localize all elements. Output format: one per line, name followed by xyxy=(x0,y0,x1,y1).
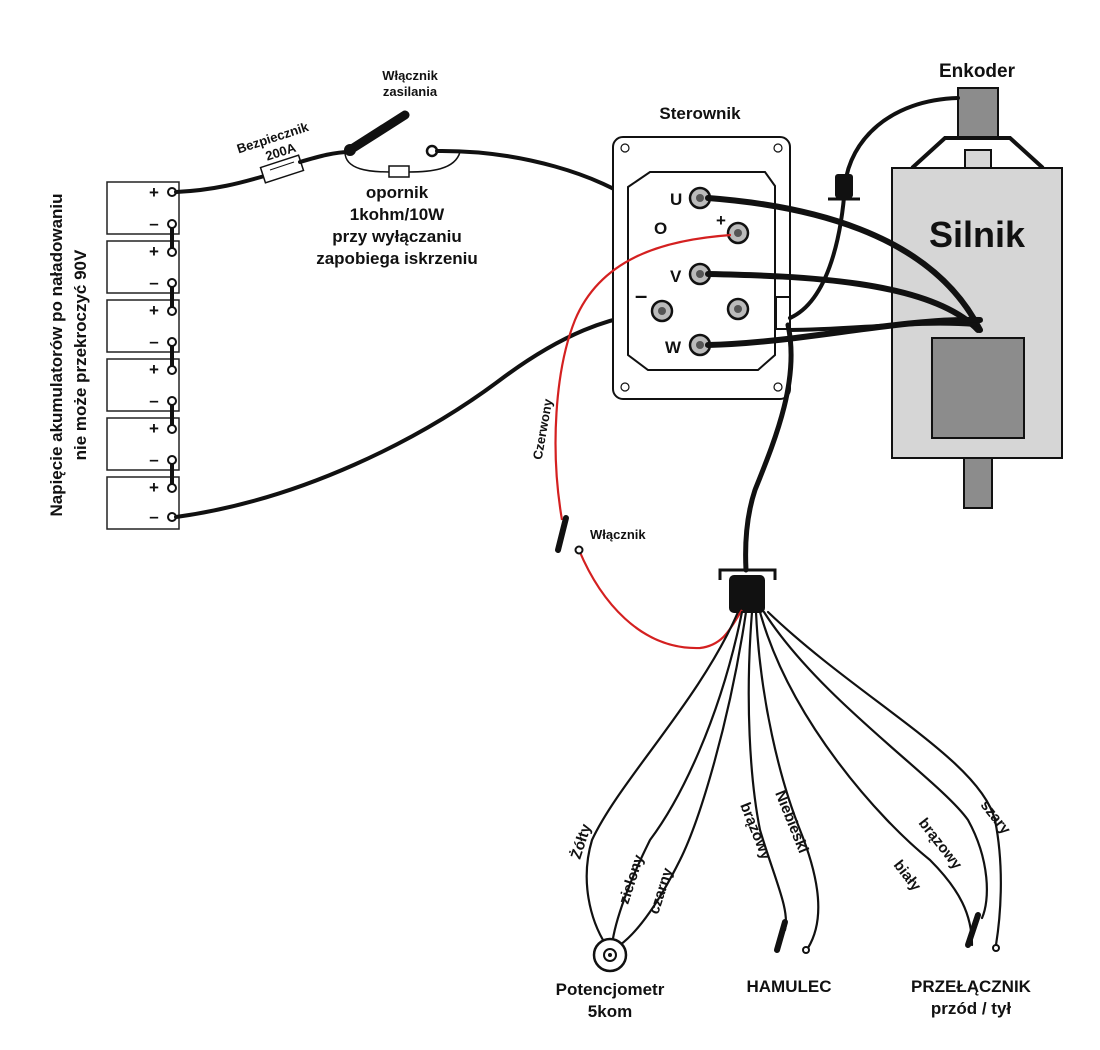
battery-plus-4: + xyxy=(149,360,159,379)
main-switch-label-line2: zasilania xyxy=(383,84,438,99)
terminal-o-label: O xyxy=(654,219,667,238)
wire-white xyxy=(758,610,974,947)
wire-phase-w xyxy=(705,316,983,348)
wire-motor-cable xyxy=(788,321,977,332)
motor xyxy=(891,87,1063,509)
wire-grey-label: szary xyxy=(977,797,1014,838)
brake-connector xyxy=(774,919,810,954)
key-switch-label: Włącznik xyxy=(590,527,646,542)
wire-phase-v xyxy=(705,271,981,333)
battery-plus-1: + xyxy=(149,183,159,202)
battery-terminals xyxy=(167,187,177,522)
terminal-plus-label: + xyxy=(716,211,726,230)
motor-title: Silnik xyxy=(929,214,1026,255)
terminal-u-label: U xyxy=(670,190,682,209)
controller-signal-connector xyxy=(775,296,791,330)
terminal-v-label: V xyxy=(670,267,682,286)
wire-brown-switch-label: brązowy xyxy=(915,815,966,873)
potentiometer-label-line2: 5kom xyxy=(588,1002,632,1021)
wire-blue xyxy=(754,610,820,950)
wire-white-label: biały xyxy=(890,857,925,895)
battery-plus-3: + xyxy=(149,301,159,320)
controller xyxy=(612,136,791,400)
battery-6 xyxy=(106,476,180,530)
red-wire-label: Czerwony xyxy=(530,397,556,461)
resistor-label-line2: 1kohm/10W xyxy=(350,205,445,224)
wire-brown-brake xyxy=(747,610,787,932)
wire-brown-brake-label: brązowy xyxy=(736,800,774,863)
potentiometer[interactable] xyxy=(592,937,628,973)
encoder-plug xyxy=(828,174,860,201)
resistor-label-line4: zapobiega iskrzeniu xyxy=(316,249,478,268)
resistor xyxy=(388,165,410,178)
wire-blue-label: Niebieski xyxy=(771,788,811,855)
battery-minus-2: – xyxy=(149,273,158,292)
battery-3 xyxy=(106,299,180,353)
battery-pack: + – + – + – + – + – + – xyxy=(106,181,180,530)
battery-minus-5: – xyxy=(149,450,158,469)
wire-brown-switch xyxy=(762,610,988,920)
battery-minus-6: – xyxy=(149,507,158,526)
controller-title: Sterownik xyxy=(659,104,741,123)
harness-wires xyxy=(585,610,1002,950)
key-switch[interactable] xyxy=(555,515,584,555)
battery-plus-5: + xyxy=(149,419,159,438)
battery-minus-1: – xyxy=(149,214,158,233)
wire-green-label: zielony xyxy=(616,852,648,906)
wire-fuse-to-switch xyxy=(298,150,352,164)
battery-4 xyxy=(106,358,180,412)
wire-signal-harness xyxy=(743,322,794,573)
brake-label: HAMULEC xyxy=(747,977,832,996)
resistor-label-line1: opornik xyxy=(366,183,429,202)
wire-phase-u xyxy=(705,195,983,333)
wire-red-upper xyxy=(554,233,732,521)
battery-minus-3: – xyxy=(149,332,158,351)
wire-black-label: czarny xyxy=(646,865,677,916)
direction-switch-connector[interactable] xyxy=(965,912,1000,952)
battery-2 xyxy=(106,240,180,294)
terminal-minus-label: – xyxy=(635,283,647,308)
main-power-switch[interactable] xyxy=(344,110,439,158)
resistor-label-line3: przy wyłączaniu xyxy=(332,227,461,246)
direction-switch-label-line2: przód / tył xyxy=(931,999,1012,1018)
battery-plus-2: + xyxy=(149,242,159,261)
battery-note-line1: Napięcie akumulatorów po naładowaniu xyxy=(47,193,66,516)
wire-battery-to-fuse xyxy=(174,173,270,194)
wire-yellow xyxy=(585,610,740,947)
main-switch-label-line1: Włącznik xyxy=(382,68,438,83)
battery-1 xyxy=(106,181,180,235)
resistor-lead-right xyxy=(407,151,461,173)
wire-red-lower xyxy=(577,549,743,650)
encoder-title: Enkoder xyxy=(939,61,1016,82)
wire-grey xyxy=(766,610,1002,947)
terminal-w-label: W xyxy=(665,338,682,357)
battery-plus-6: + xyxy=(149,478,159,497)
controller-terminals xyxy=(650,186,750,357)
battery-minus-4: – xyxy=(149,391,158,410)
potentiometer-label-line1: Potencjometr xyxy=(556,980,665,999)
direction-switch-label-line1: PRZEŁĄCZNIK xyxy=(911,977,1032,996)
resistor-lead-left xyxy=(344,151,391,173)
wire-black xyxy=(618,610,748,947)
battery-5 xyxy=(106,417,180,471)
wire-battery-minus-to-controller xyxy=(174,310,662,519)
battery-note-line2: nie może przekroczyć 90V xyxy=(71,249,90,460)
harness-connector xyxy=(718,568,777,613)
wire-green xyxy=(610,610,744,947)
